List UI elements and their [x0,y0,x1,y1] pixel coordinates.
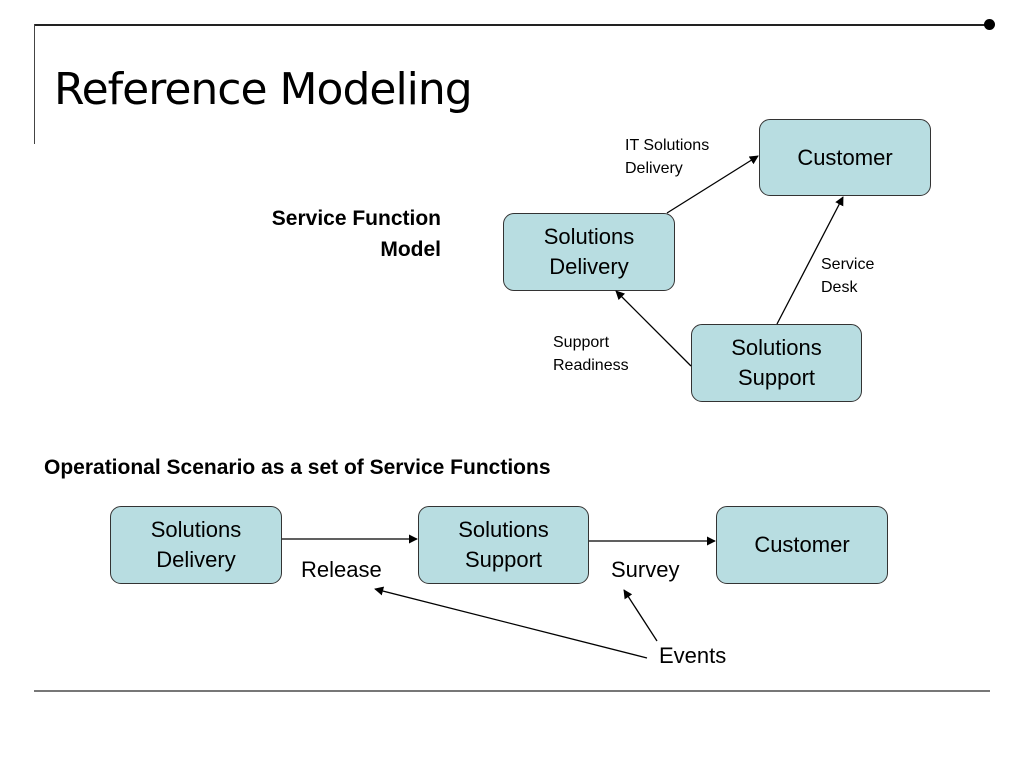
service-function-model-heading: Service Function Model [200,203,441,265]
sfm-node-solutions-support: Solutions Support [691,324,862,402]
slide-frame-top-line [34,24,990,26]
arrow-events-to-release [374,586,648,659]
heading-line-2: Model [380,238,441,261]
ops-node-customer: Customer [716,506,888,584]
slide-frame-left-line [34,24,35,144]
events-label: Events [659,643,727,668]
edge-label-service-desk: Service Desk [821,256,875,296]
sfm-node-customer: Customer [759,119,931,196]
ops-node-solutions-support: Solutions Support [418,506,589,584]
operational-scenario-heading: Operational Scenario as a set of Service… [44,456,551,479]
slide-frame-dot [984,19,995,30]
sfm-node-solutions-delivery: Solutions Delivery [503,213,675,291]
edge-label-support-readiness: Support Readiness [553,334,629,374]
ops-node-solutions-delivery: Solutions Delivery [110,506,282,584]
edge-label-release: Release [301,557,382,582]
arrow-events-to-survey [623,589,658,642]
edge-label-survey: Survey [611,557,680,582]
edge-label-it-solutions-delivery: IT Solutions Delivery [625,137,710,177]
slide-title: Reference Modeling [54,64,473,115]
heading-line-1: Service Function [271,207,441,230]
slide-footer-line [34,690,990,692]
